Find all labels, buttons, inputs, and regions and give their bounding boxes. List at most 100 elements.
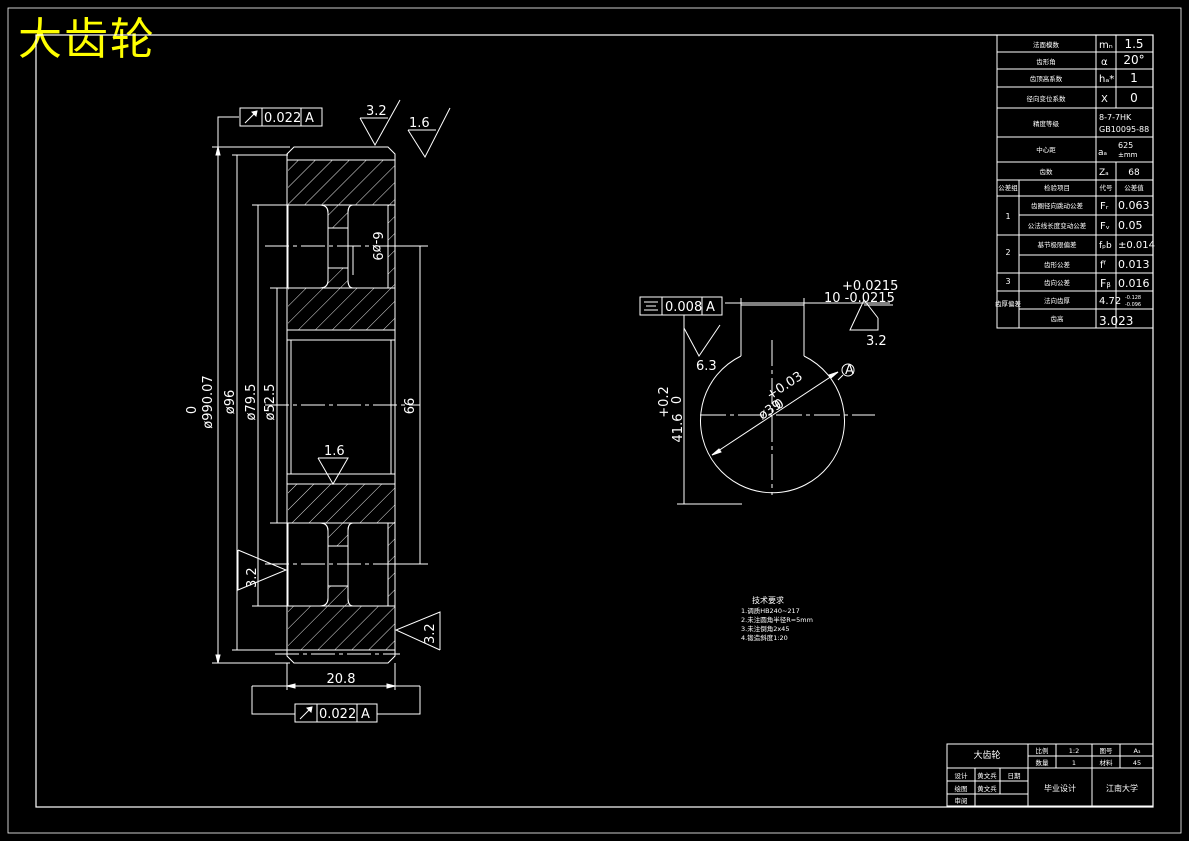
- check-group: 2: [1005, 248, 1010, 257]
- dim-width: 20.8: [327, 672, 356, 687]
- param-val: 8-7-7HK: [1099, 113, 1132, 122]
- param-val: 68: [1128, 168, 1140, 178]
- keyway-view: [677, 298, 893, 505]
- roughness-top-right: 1.6: [409, 116, 430, 131]
- dim-79-5: ø79.5: [244, 384, 259, 421]
- check-code: Fᵥ: [1100, 221, 1110, 232]
- param-sym: X: [1101, 94, 1108, 105]
- gear-view-text: 0.022 A 0.022 A 3.2 1.6 1.6 3.2 3.2 0 ø9…: [185, 104, 438, 723]
- tech-note-line: 1.调质HB240~217: [741, 606, 800, 615]
- param-name: 精度等级: [1033, 119, 1060, 128]
- dim-52-5: ø52.5: [263, 384, 278, 421]
- tb-scale: 1:2: [1069, 747, 1079, 755]
- check-group: 齿厚偏差: [995, 299, 1022, 308]
- check-header-group: 公差组: [998, 183, 1018, 192]
- dim-outer-tol: 0: [185, 406, 200, 414]
- param-name: 齿顶高系数: [1030, 74, 1063, 83]
- roughness-bore-symbol: [317, 457, 349, 486]
- rough-left: 6.3: [696, 359, 717, 374]
- tb-drawer: 黄文兵: [977, 784, 997, 793]
- param-val: 0: [1130, 91, 1138, 105]
- tech-notes: 技术要求 1.调质HB240~217 2.未注圆角半径R=5mm 3.未注倒角2…: [741, 595, 813, 642]
- check-group: 3: [1005, 277, 1010, 286]
- tb-qty-label: 数量: [1036, 758, 1050, 767]
- tb-designer: 黄文兵: [977, 771, 997, 780]
- runout-top-datum: A: [305, 111, 314, 126]
- datum-letter: A: [845, 363, 854, 378]
- tb-design-label: 设计: [955, 771, 969, 780]
- dim-66: 66: [403, 398, 418, 415]
- dim-outer: ø990.07: [201, 375, 216, 428]
- check-item: 齿形公差: [1044, 260, 1071, 269]
- check-val: 0.016: [1118, 277, 1150, 290]
- check-val: 4.72: [1099, 296, 1121, 307]
- key-tol-upper: +0.0215: [842, 279, 898, 294]
- dim-96: ø96: [223, 390, 238, 415]
- roughness-top-left-symbol: [359, 99, 401, 147]
- tb-project: 毕业设计: [1044, 783, 1076, 793]
- tb-date-label: 日期: [1008, 772, 1022, 780]
- tech-note-line: 2.未注圆角半径R=5mm: [741, 615, 813, 624]
- outer-frame: [7, 7, 1182, 834]
- check-item: 基节极限偏差: [1038, 240, 1078, 249]
- roughness-top-left: 3.2: [366, 104, 387, 119]
- param-sym: aₐ: [1098, 148, 1107, 158]
- param-val2: GB10095-88: [1099, 125, 1149, 134]
- check-val: 3.023: [1099, 314, 1133, 328]
- depth-tol-upper: +0.2: [657, 386, 672, 418]
- param-val: 625: [1118, 141, 1133, 150]
- title-block-text: 大齿轮 比例 1:2 图号 A₃ 数量 1 材料 45 设计 黄文兵 日期 绘图…: [955, 746, 1142, 805]
- param-sym: mₙ: [1099, 40, 1113, 51]
- sym-datum: A: [706, 300, 715, 315]
- runout-arrow-icon: [244, 110, 258, 124]
- check-val: 0.05: [1118, 219, 1143, 232]
- check-val: 0.063: [1118, 199, 1150, 212]
- check-item: 齿高: [1051, 314, 1065, 323]
- dim-holes: 6-ø9: [369, 231, 384, 260]
- check-header-tol: 公差值: [1124, 183, 1144, 192]
- bore-tol-upper: +0.03: [764, 369, 806, 403]
- check-val-sup: -0.128: [1125, 295, 1141, 301]
- param-sym: hₐ*: [1099, 74, 1114, 85]
- title-block: [946, 743, 1154, 807]
- runout-top-tol: 0.022: [264, 111, 301, 126]
- tb-school: 江南大学: [1106, 783, 1138, 793]
- drawing-title: 大齿轮: [18, 14, 156, 65]
- param-table-text: 法面模数 mₙ 1.5 齿形角 α 20° 齿顶高系数 hₐ* 1 径向变位系数…: [995, 37, 1155, 328]
- sym-tol: 0.008: [665, 300, 702, 315]
- check-code: fₚb: [1099, 241, 1112, 251]
- param-name: 法面模数: [1033, 40, 1060, 49]
- rough-right: 3.2: [866, 334, 887, 349]
- roughness-right-symbol: [394, 611, 441, 651]
- tb-draw-label: 绘图: [955, 784, 968, 793]
- param-table: [996, 34, 1154, 329]
- param-name: 齿数: [1040, 167, 1054, 176]
- tech-note-line: 4.锻造斜度1:20: [741, 633, 788, 642]
- roughness-right: 3.2: [423, 623, 438, 644]
- tb-part: 大齿轮: [973, 749, 1000, 761]
- check-group: 1: [1005, 212, 1010, 221]
- check-code: Fᵦ: [1100, 277, 1111, 290]
- check-code: Fᵣ: [1100, 201, 1109, 212]
- symmetry-icon: [644, 301, 658, 311]
- param-name: 径向变位系数: [1027, 94, 1067, 103]
- check-item: 公法线长度变动公差: [1028, 221, 1087, 230]
- keyway-view-text: 0.008 A +0.0215 10 -0.0215 6.3 3.2 A ø39…: [639, 279, 898, 442]
- tb-qty: 1: [1072, 759, 1076, 767]
- param-val: 1.5: [1124, 37, 1143, 51]
- tb-drawing-no: A₃: [1133, 747, 1140, 755]
- check-header-item: 检验项目: [1044, 183, 1070, 192]
- runout-bottom-tol: 0.022: [319, 707, 356, 722]
- check-header-code: 代号: [1100, 183, 1114, 192]
- check-val: ±0.014: [1118, 240, 1155, 251]
- inner-frame: [35, 34, 1154, 808]
- param-val2: ±mm: [1118, 151, 1138, 159]
- tb-scale-label: 比例: [1036, 746, 1049, 755]
- param-val: 20°: [1123, 53, 1144, 67]
- depth-tol-lower: 0: [670, 396, 685, 404]
- check-item: 法向齿厚: [1044, 296, 1071, 305]
- param-sym: Zₐ: [1099, 168, 1109, 178]
- param-val: 1: [1130, 71, 1138, 85]
- roughness-top-right-symbol: [407, 107, 451, 159]
